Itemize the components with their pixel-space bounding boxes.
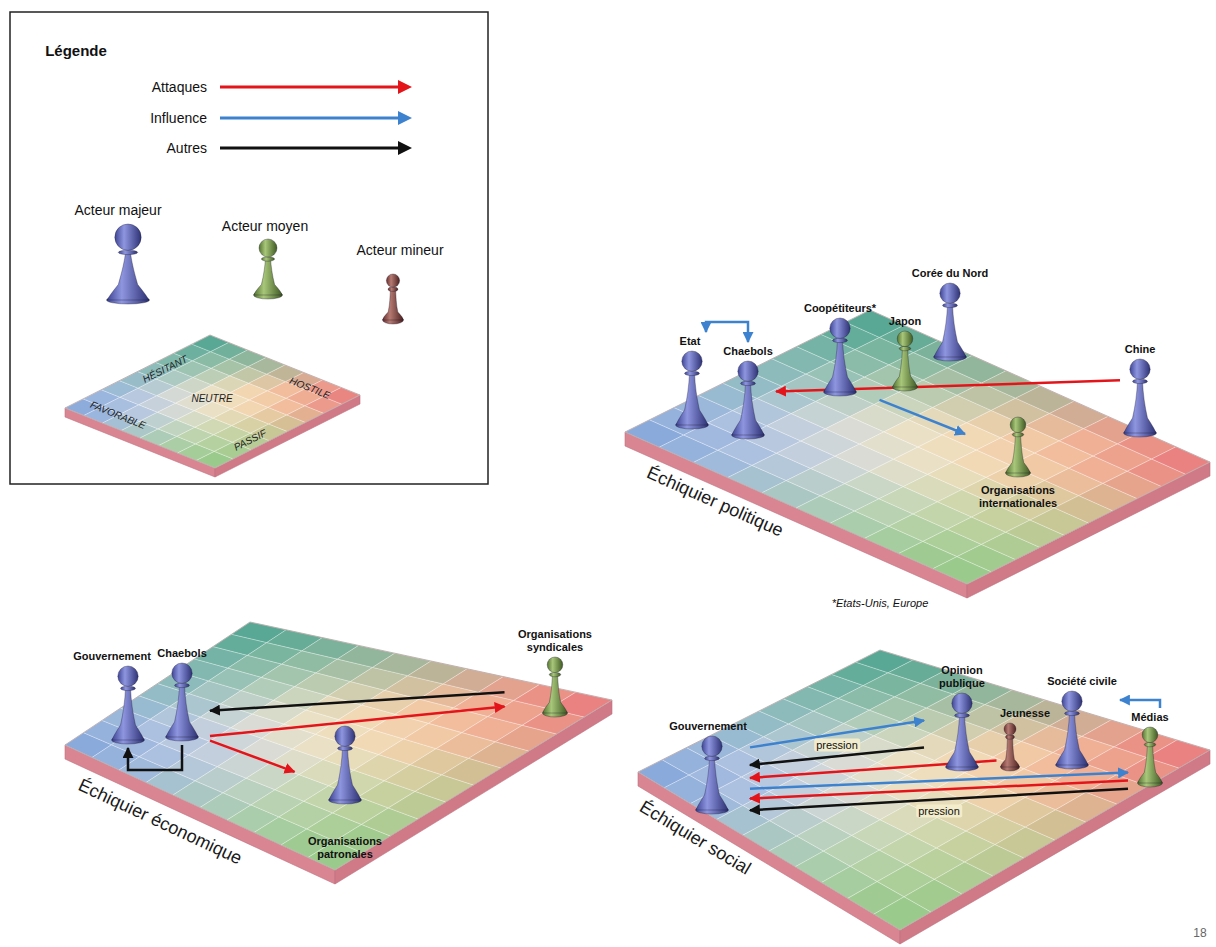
footnote: *Etats-Unis, Europe xyxy=(832,597,929,609)
actor-pawn: Société civile xyxy=(1044,672,1120,773)
board-title: Échiquier économique xyxy=(75,775,245,869)
actor-pawn: Organisations patronales xyxy=(295,722,396,864)
actor-label: Gouvernement xyxy=(669,720,747,733)
page-number: 18 xyxy=(1193,926,1206,940)
legend-text: Acteur mineur xyxy=(356,242,443,258)
pawn-figure xyxy=(1005,416,1031,478)
actor-pawn: Chaebols xyxy=(154,644,210,745)
pawn-figure xyxy=(111,665,145,745)
actor-label: Corée du Nord xyxy=(912,267,989,280)
actor-label: Coopétiteurs* xyxy=(804,302,877,315)
actor-pawn: Etat xyxy=(672,332,712,433)
board-side xyxy=(967,462,1210,598)
legend-text: Autres xyxy=(167,140,207,156)
actor-pawn: Gouvernement xyxy=(666,717,750,818)
legend-text: Influence xyxy=(150,110,207,126)
pawn-figure xyxy=(1137,726,1163,788)
actor-label: Organisations internationales xyxy=(968,484,1068,510)
actor-label: Japon xyxy=(889,315,922,328)
legend-arrow xyxy=(220,141,412,155)
chessboard: Échiquier économique Gouvernement Chaebols… xyxy=(59,616,618,890)
board-side xyxy=(335,700,612,884)
pawn-figure xyxy=(823,317,857,397)
pawn-figure xyxy=(892,330,918,392)
actor-label: Chaebols xyxy=(723,345,773,358)
actor-label: Société civile xyxy=(1047,675,1117,688)
board-side xyxy=(65,745,335,884)
legend-pawn xyxy=(106,223,150,305)
zone-label: NEUTRE xyxy=(191,393,232,404)
pawn-figure xyxy=(1000,722,1020,772)
legend-pawn xyxy=(253,238,283,300)
actor-pawn: Japon xyxy=(886,312,925,395)
actor-label: Chaebols xyxy=(157,647,207,660)
actor-label: Chine xyxy=(1125,343,1156,356)
actor-pawn: Corée du Nord xyxy=(909,264,992,365)
actor-pawn: Médias xyxy=(1128,708,1172,791)
chessboard: Échiquier politique EtatChaebols Coopétite… xyxy=(619,304,1216,604)
legend-text: Acteur majeur xyxy=(74,202,161,218)
actor-label: Gouvernement xyxy=(73,650,151,663)
board-cell xyxy=(1152,447,1210,474)
actor-pawn: Opinion publique xyxy=(924,661,1000,775)
actor-label: Jeunesse xyxy=(1000,707,1051,720)
pawn-figure xyxy=(695,735,729,815)
pawn-figure xyxy=(675,350,709,430)
pawn-figure xyxy=(1055,690,1089,770)
board-title: Échiquier politique xyxy=(644,462,787,541)
actor-label: Organisations patronales xyxy=(298,835,393,861)
actor-pawn: Chaebols xyxy=(720,342,776,443)
actor-pawn: Chine xyxy=(1120,340,1160,441)
relation-arrow xyxy=(1120,700,1160,708)
actor-label: Etat xyxy=(680,335,701,348)
relation-arrow xyxy=(706,322,748,342)
board-side xyxy=(900,750,1210,944)
legend-pawn xyxy=(382,273,404,325)
pawn-figure xyxy=(542,656,568,718)
edge-label: pression xyxy=(814,739,860,752)
pawn-figure xyxy=(933,282,967,362)
board-title: Échiquier social xyxy=(636,797,755,880)
actor-label: Opinion publique xyxy=(927,664,997,690)
pawn-figure xyxy=(731,360,765,440)
legend-title: Légende xyxy=(45,42,107,59)
actor-pawn: Jeunesse xyxy=(997,704,1054,775)
board-outline xyxy=(65,622,612,870)
actor-pawn: Gouvernement xyxy=(70,647,154,748)
legend-arrow xyxy=(220,111,412,125)
pawn-figure xyxy=(328,725,362,805)
legend-board xyxy=(65,335,360,477)
chessboard: Échiquier social Gouvernement Opinion publ… xyxy=(632,644,1216,947)
board-outline xyxy=(65,335,360,468)
pawn-figure xyxy=(945,692,979,772)
legend-frame xyxy=(10,12,488,484)
legend-text: Attaques xyxy=(152,79,207,95)
board-side xyxy=(638,772,900,944)
board-outline xyxy=(638,650,1210,930)
legend-text: Acteur moyen xyxy=(222,218,308,234)
actor-label: Médias xyxy=(1131,711,1169,724)
legend-arrow xyxy=(220,80,412,94)
actor-label: Organisations syndicales xyxy=(508,628,603,654)
board-cell xyxy=(1147,740,1210,768)
actor-pawn: Organisations syndicales xyxy=(505,625,606,721)
pawn-figure xyxy=(1123,358,1157,438)
board-outline xyxy=(625,310,1210,584)
pawn-figure xyxy=(165,662,199,742)
actor-pawn: Coopétiteurs* xyxy=(801,299,880,400)
board-cell xyxy=(139,744,188,769)
actor-pawn: Organisations internationales xyxy=(965,413,1071,513)
edge-label: pression xyxy=(916,805,962,818)
